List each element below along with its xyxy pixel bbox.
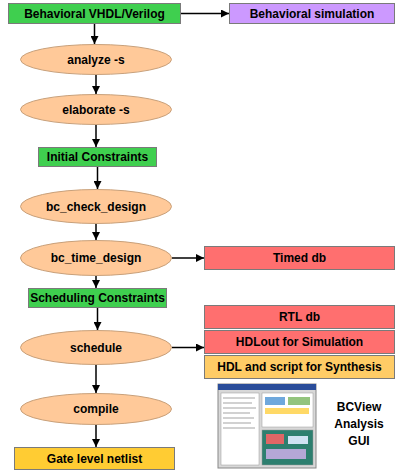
node-text: analyze -s: [67, 53, 124, 67]
step-ellipse: compile: [20, 393, 172, 425]
flow-arrow: [95, 125, 97, 147]
output-box: HDL and script for Synthesis: [204, 355, 395, 379]
flow-arrow: [172, 257, 204, 259]
flow-arrow: [95, 224, 97, 240]
node-text: Timed db: [273, 251, 326, 265]
constraint-box: Initial Constraints: [38, 147, 157, 167]
output-box: RTL db: [204, 305, 395, 329]
node-text: compile: [73, 402, 118, 416]
flow-arrow: [95, 365, 97, 393]
output-box: HDLout for Simulation: [204, 330, 395, 354]
node-text: Behavioral VHDL/Verilog: [24, 7, 165, 21]
node-text: Gate level netlist: [47, 452, 142, 466]
node-text: elaborate -s: [62, 103, 129, 117]
node-text: Initial Constraints: [47, 150, 148, 164]
flow-arrow: [97, 167, 99, 189]
node-text: HDLout for Simulation: [236, 335, 363, 349]
output-box: Behavioral simulation: [229, 3, 395, 24]
flow-arrow: [95, 425, 97, 447]
step-ellipse: analyze -s: [20, 44, 172, 75]
flow-arrow: [172, 347, 204, 349]
node-text: RTL db: [279, 310, 320, 324]
node-text: bc_time_design: [51, 251, 142, 265]
step-ellipse: bc_check_design: [20, 189, 172, 224]
node-text: HDL and script for Synthesis: [217, 360, 381, 374]
flow-arrow: [95, 75, 97, 94]
constraint-box: Scheduling Constraints: [28, 288, 167, 308]
node-text: Scheduling Constraints: [30, 291, 165, 305]
flow-arrow: [94, 24, 96, 44]
flow-arrow: [181, 13, 229, 15]
step-ellipse: bc_time_design: [20, 240, 172, 276]
step-ellipse: schedule: [20, 330, 172, 365]
flow-arrow: [95, 276, 97, 288]
node-text: bc_check_design: [46, 200, 146, 214]
caption-label: BCView Analysis GUI: [328, 399, 390, 450]
node-text: Behavioral simulation: [250, 7, 375, 21]
node-text: schedule: [70, 341, 122, 355]
output-box: Timed db: [204, 246, 395, 270]
result-box: Gate level netlist: [14, 447, 175, 470]
step-ellipse: elaborate -s: [20, 94, 172, 125]
flow-arrow: [97, 308, 99, 330]
source-box: Behavioral VHDL/Verilog: [8, 3, 181, 24]
